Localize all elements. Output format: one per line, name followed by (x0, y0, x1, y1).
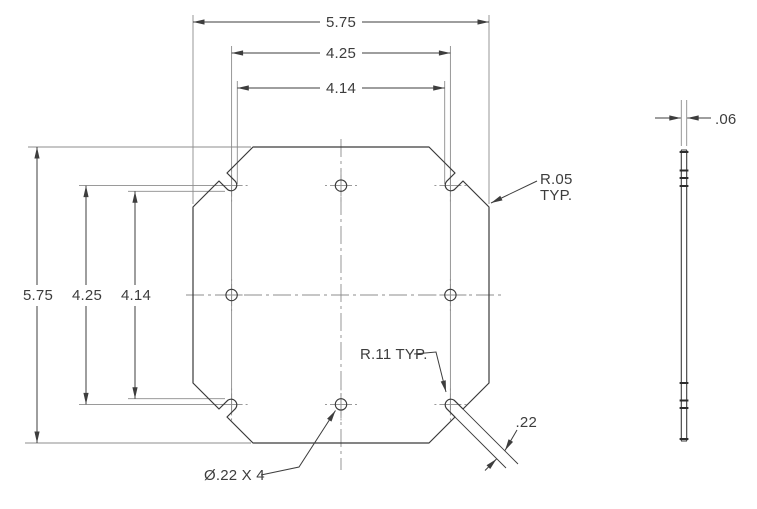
hole (444, 288, 457, 302)
center-mark (325, 388, 357, 421)
hole (334, 398, 348, 411)
slot-extension-line (454, 400, 519, 465)
center-mark (434, 388, 467, 421)
dim-thickness: .06 (715, 111, 736, 128)
center-mark (215, 169, 248, 202)
dim-line (484, 458, 497, 471)
callout-corner-radius-line1: R.05 (540, 171, 573, 188)
leader-corner-radius (490, 180, 538, 204)
hole (225, 288, 238, 302)
dim-top-overall: 5.75 (326, 14, 356, 31)
dim-left-outer: 4.25 (72, 287, 102, 304)
dimension-lines (34, 19, 711, 471)
center-mark (215, 388, 248, 421)
center-mark (434, 279, 467, 311)
callout-corner-radius-line2: TYP. (540, 187, 572, 204)
center-marks (215, 169, 467, 421)
callout-slot-width: .22 (516, 414, 537, 431)
leader-lines (260, 180, 538, 476)
hole (334, 179, 348, 192)
side-view-feature-ticks (679, 151, 689, 440)
dim-line (504, 429, 518, 451)
leader-holes (260, 410, 336, 476)
plate-outline (192, 146, 490, 444)
annotation-text: 5.75 4.25 4.14 5.75 4.25 4.14 R.05 TYP. … (23, 14, 736, 484)
front-view (192, 146, 519, 469)
callout-holes: Ø.22 X 4 (204, 467, 265, 484)
extension-lines (25, 15, 688, 444)
dim-top-outer: 4.25 (326, 45, 356, 62)
center-mark (215, 279, 248, 311)
holes (225, 179, 457, 411)
leader-slot-radius (413, 351, 447, 393)
dim-left-overall: 5.75 (23, 287, 53, 304)
side-view-end (681, 149, 687, 442)
center-mark (325, 169, 357, 202)
slot-extension-line (446, 408, 507, 469)
center-mark (434, 169, 467, 202)
callout-slot-radius: R.11 TYP. (360, 346, 428, 363)
dim-left-inner: 4.14 (121, 287, 151, 304)
dim-top-inner: 4.14 (326, 80, 356, 97)
side-view (679, 149, 689, 442)
